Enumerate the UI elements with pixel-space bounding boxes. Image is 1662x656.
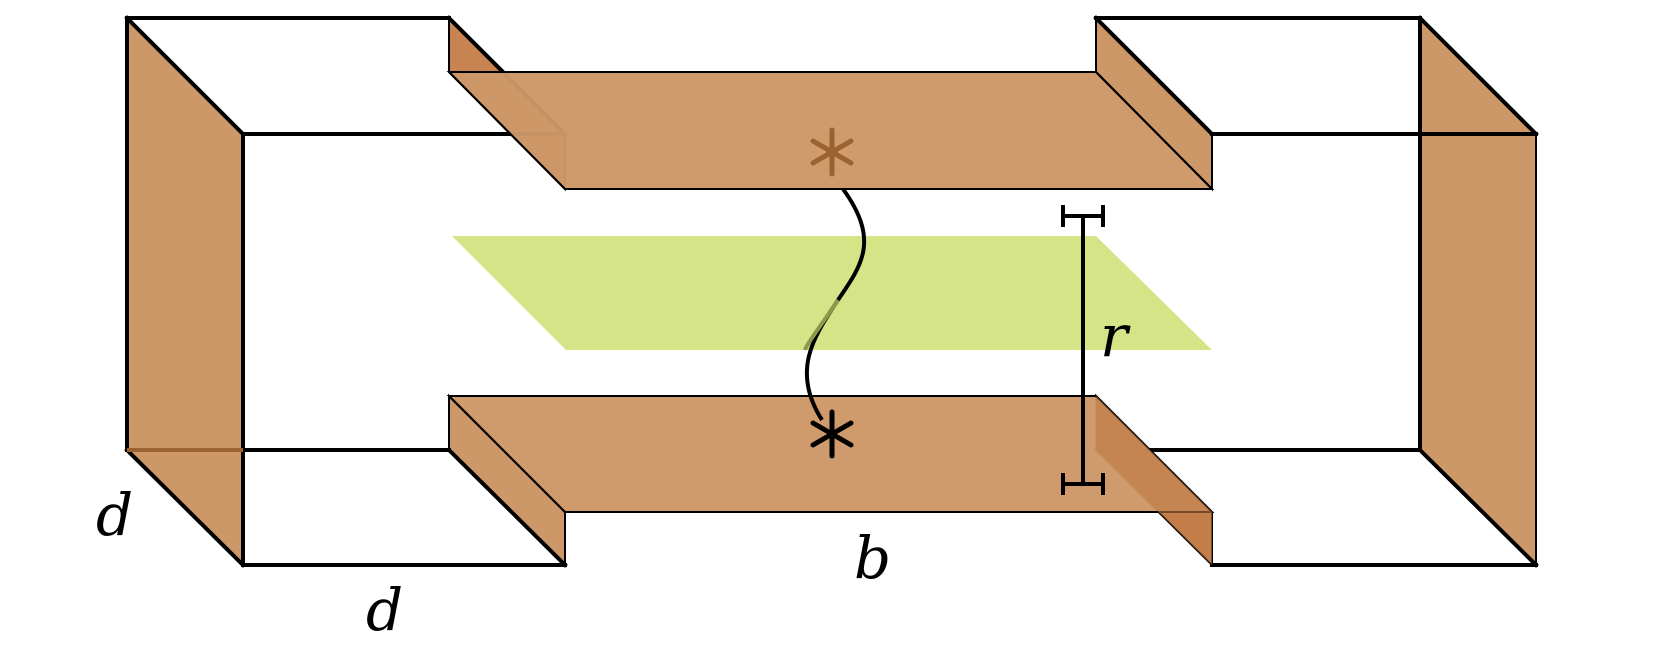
connecting-curve-on-plane — [803, 298, 840, 351]
right-block-side-face — [1419, 15, 1537, 568]
left-block-edges — [124, 15, 568, 568]
dimension-r — [1061, 205, 1105, 495]
bottom-plate-right-overlap — [1096, 396, 1212, 565]
asterisk-icon — [810, 127, 854, 177]
left-block-side-face — [126, 15, 244, 568]
label-b: b — [854, 524, 891, 592]
left-block — [124, 15, 568, 568]
label-r: r — [1100, 302, 1131, 370]
label-d-left: d — [96, 481, 133, 549]
label-d-bottom: d — [366, 576, 403, 644]
midplane — [452, 236, 1212, 350]
asterisk-icon — [810, 409, 854, 459]
